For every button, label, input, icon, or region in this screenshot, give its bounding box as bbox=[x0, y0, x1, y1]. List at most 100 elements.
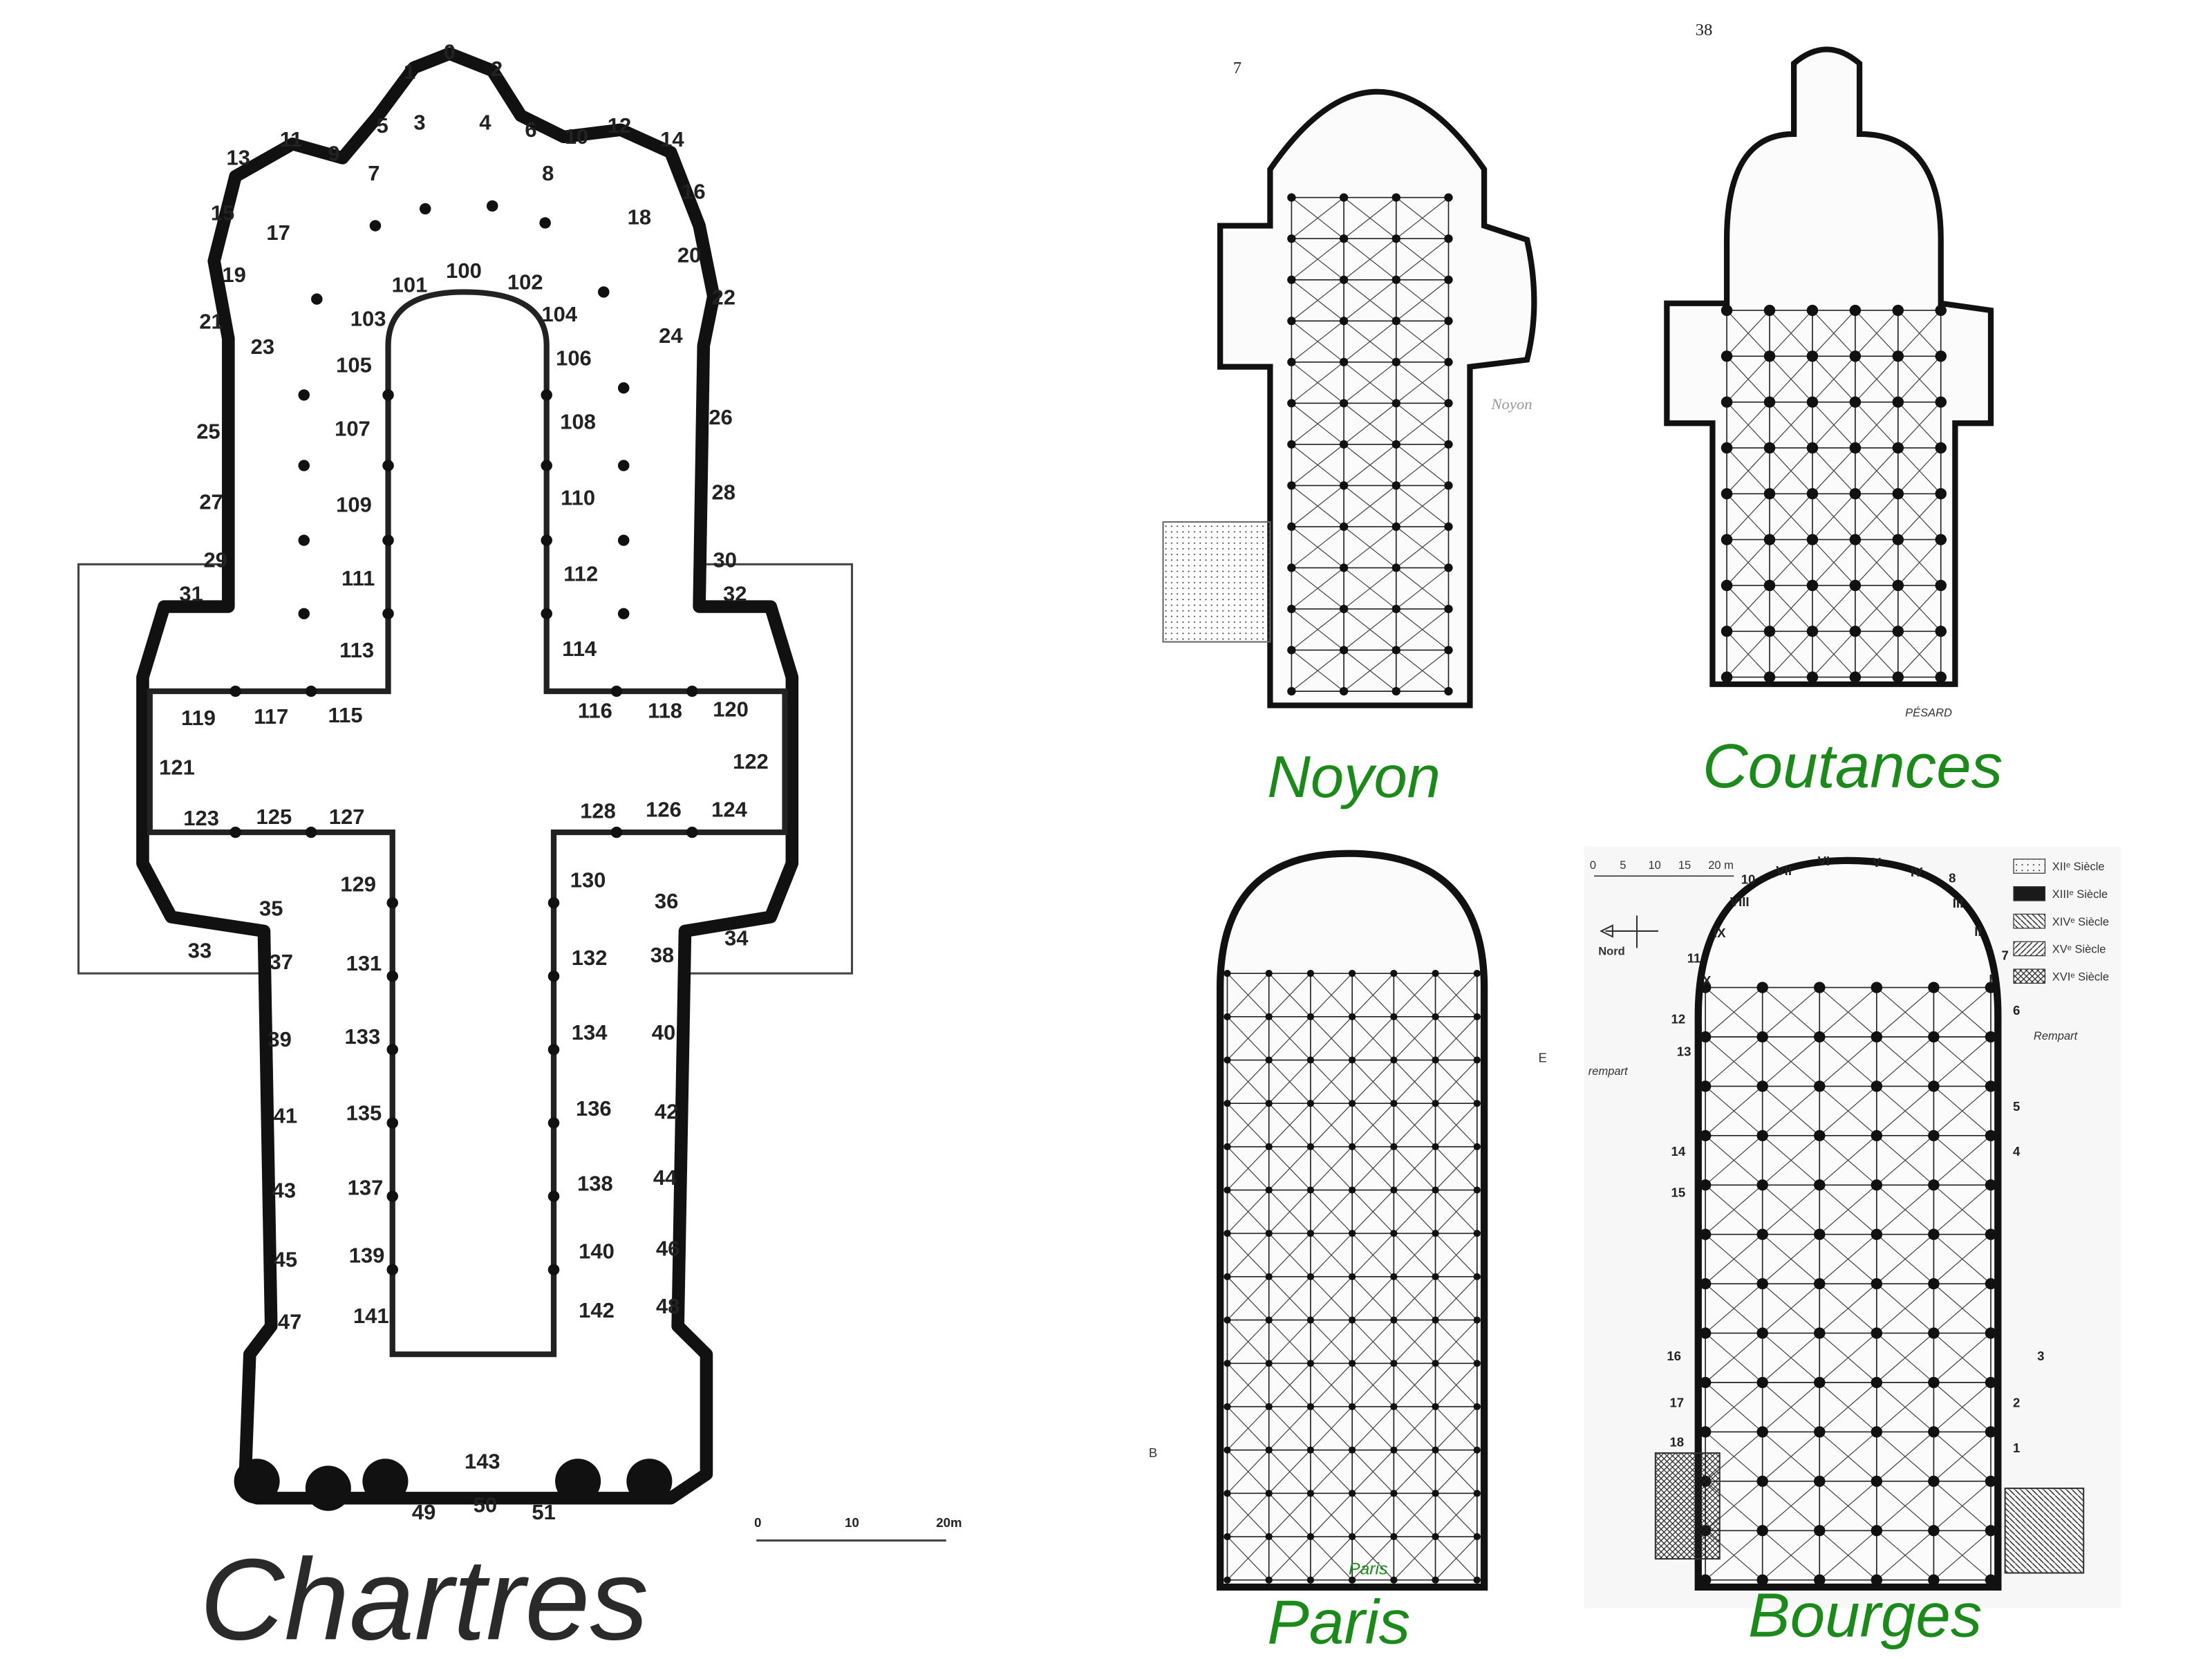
vault-rib bbox=[1268, 1016, 1311, 1060]
vault-rib bbox=[1291, 320, 1344, 363]
chartres-inner-number: 104 bbox=[541, 302, 577, 326]
chartres-title: Chartres bbox=[200, 1535, 648, 1659]
bourges-side-number: 13 bbox=[1677, 1044, 1691, 1058]
vault-rib bbox=[1897, 585, 1942, 632]
pier-icon bbox=[1348, 1056, 1356, 1064]
pier-icon bbox=[1265, 1056, 1273, 1064]
chartres-outer-number: 25 bbox=[196, 420, 220, 444]
pier-icon bbox=[1224, 1446, 1231, 1454]
pier-icon bbox=[1473, 1013, 1481, 1020]
vault-rib bbox=[1933, 1382, 1991, 1432]
pier-icon bbox=[1265, 1533, 1273, 1541]
paris-plan: B E Paris Paris bbox=[1149, 850, 1547, 1657]
pier-icon bbox=[1432, 1100, 1439, 1107]
chartres-inner-number: 131 bbox=[346, 951, 382, 975]
vault-rib bbox=[1933, 1283, 1991, 1334]
chartres-inner-number: 100 bbox=[446, 259, 482, 283]
pier-icon bbox=[1391, 275, 1400, 284]
vault-rib bbox=[1705, 1184, 1763, 1235]
vault-rib bbox=[1351, 1060, 1394, 1104]
pier-icon bbox=[617, 460, 630, 471]
bourges-xiv-annex bbox=[2004, 1488, 2085, 1574]
chartres-outer-number: 9 bbox=[328, 142, 339, 166]
pier-icon bbox=[386, 1117, 398, 1129]
vault-rib bbox=[1769, 402, 1813, 449]
vault-rib bbox=[1351, 1146, 1394, 1190]
chartres-inner-number: 143 bbox=[465, 1450, 500, 1474]
vault-rib bbox=[1819, 1283, 1877, 1334]
pier-icon bbox=[1473, 1403, 1481, 1411]
legend-label: XVIᵉ Siècle bbox=[2052, 971, 2109, 983]
bourges-outline bbox=[1694, 856, 2002, 1591]
pier-icon bbox=[1699, 1277, 1712, 1290]
pier-icon bbox=[1444, 646, 1453, 655]
bourges-side-number: 15 bbox=[1671, 1185, 1686, 1199]
pier-icon bbox=[1892, 488, 1904, 500]
vault-rib bbox=[1268, 973, 1311, 1018]
chartres-inner-number: 105 bbox=[336, 353, 372, 377]
vault-rib bbox=[1396, 402, 1449, 445]
pier-icon bbox=[1763, 304, 1776, 317]
pier-icon bbox=[1432, 1230, 1439, 1237]
vault-rib bbox=[1769, 355, 1813, 403]
pier-icon bbox=[1432, 1273, 1439, 1281]
chartres-outer-number: 31 bbox=[179, 581, 203, 606]
chartres-outer-number: 49 bbox=[412, 1500, 435, 1524]
vault-rib bbox=[1351, 973, 1394, 1018]
vault-rib bbox=[1310, 1060, 1353, 1104]
pier-icon bbox=[1348, 1446, 1356, 1454]
pier-icon bbox=[1432, 1013, 1439, 1020]
legend-swatch-solid bbox=[2013, 886, 2046, 901]
chartres-inner-number: 101 bbox=[392, 273, 428, 297]
vault-rib bbox=[1762, 1481, 1820, 1531]
pier-icon bbox=[1224, 1186, 1231, 1194]
chartres-outer-number: 4 bbox=[479, 111, 491, 135]
vault-rib bbox=[1227, 1492, 1270, 1537]
chartres-inner-number: 126 bbox=[646, 798, 682, 822]
chartres-outer-number: 36 bbox=[655, 889, 678, 913]
vault-rib bbox=[1933, 1085, 1991, 1136]
pier-icon bbox=[1928, 1277, 1940, 1290]
bourges-side-number: 10 bbox=[1741, 872, 1756, 886]
vault-rib bbox=[1393, 1016, 1436, 1060]
pier-icon bbox=[1224, 1230, 1231, 1237]
pier-icon bbox=[1871, 1525, 1883, 1537]
vault-rib bbox=[1291, 197, 1344, 239]
vault-rib bbox=[1393, 1536, 1436, 1581]
pier-icon bbox=[1473, 1143, 1481, 1150]
pier-icon bbox=[1814, 1525, 1826, 1537]
vault-rib bbox=[1435, 1232, 1478, 1277]
pier-icon bbox=[1444, 563, 1453, 572]
vault-rib bbox=[1435, 1016, 1478, 1060]
vault-rib bbox=[1393, 1276, 1436, 1321]
pier-icon bbox=[1339, 193, 1349, 202]
vault-rib bbox=[1855, 447, 1899, 494]
pier-icon bbox=[1721, 304, 1733, 317]
pier-icon bbox=[1871, 1376, 1883, 1389]
vault-rib bbox=[1268, 1536, 1311, 1581]
vault-rib bbox=[1227, 1146, 1270, 1190]
pier-icon bbox=[1721, 350, 1733, 362]
pier-icon bbox=[1473, 1186, 1481, 1194]
vault-rib bbox=[1351, 1232, 1394, 1277]
pier-icon bbox=[1756, 1376, 1768, 1389]
pier-icon bbox=[1756, 1574, 1768, 1586]
vault-rib bbox=[1812, 310, 1856, 357]
pier-icon bbox=[1265, 1013, 1273, 1020]
chartres-outer-number: 46 bbox=[656, 1236, 679, 1260]
pier-icon bbox=[1928, 1525, 1940, 1537]
pier-icon bbox=[1699, 1327, 1712, 1339]
vault-rib bbox=[1268, 1450, 1311, 1494]
pier-icon bbox=[1444, 399, 1453, 408]
bourges-chapel-numeral: VII bbox=[1776, 863, 1792, 878]
chartres-inner-number: 107 bbox=[335, 417, 371, 441]
vault-rib bbox=[1762, 1431, 1820, 1482]
pier-icon bbox=[386, 971, 398, 982]
vault-rib bbox=[1812, 630, 1856, 678]
vault-rib bbox=[1291, 526, 1344, 568]
pier-icon bbox=[1892, 350, 1904, 362]
vault-rib bbox=[1726, 630, 1770, 678]
pier-icon bbox=[1849, 534, 1862, 545]
pier-icon bbox=[547, 897, 560, 909]
